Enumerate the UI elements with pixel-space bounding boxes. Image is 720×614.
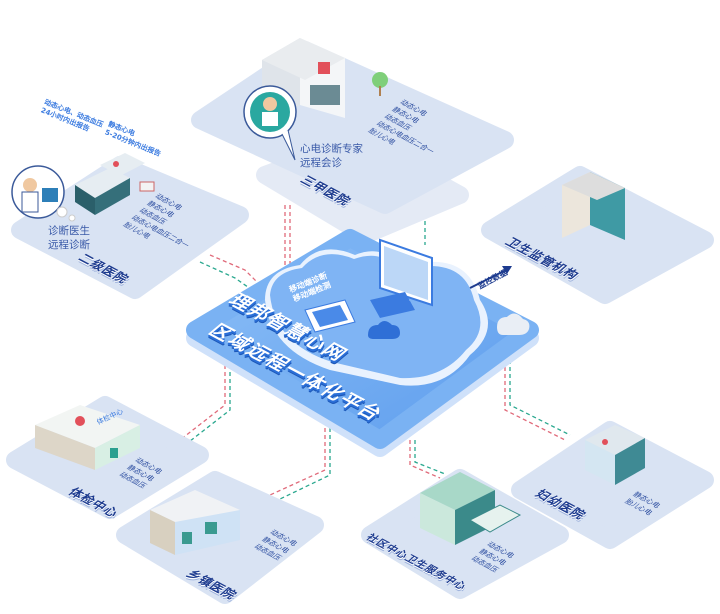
note-line: 心电诊断专家 [300, 143, 363, 155]
note-line: 远程会诊 [300, 157, 342, 169]
keyboard-icon [370, 292, 415, 318]
doctor-bubble-tertiary [243, 85, 297, 161]
cloud-chart-icon [368, 321, 400, 339]
checkup-building [35, 405, 140, 470]
community-building [420, 472, 522, 545]
regulator-building [562, 172, 625, 240]
secondary-note: 诊断医生远程诊断 [48, 224, 90, 252]
note-line: 诊断医生 [48, 225, 90, 237]
note-line: 远程诊断 [48, 239, 90, 251]
secondary-hospital-building [75, 153, 155, 215]
tertiary-note: 心电诊断专家远程会诊 [300, 142, 363, 170]
phone-icon [304, 299, 356, 333]
doctor-bubble-secondary [11, 165, 76, 222]
small-cloud-icon [497, 313, 530, 335]
maternity-building [585, 425, 645, 485]
monitor-data-arrow [469, 266, 512, 289]
township-building [150, 490, 240, 555]
